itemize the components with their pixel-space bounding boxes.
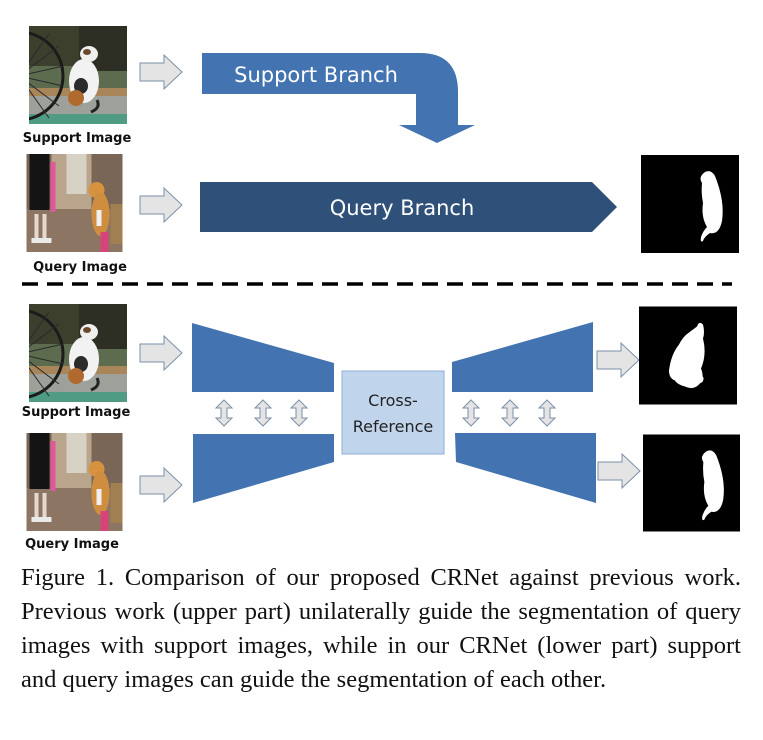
support-branch-arrow xyxy=(202,53,475,143)
support-decoder xyxy=(452,322,593,392)
upper-support-input-arrow-icon xyxy=(139,54,183,90)
query-encoder xyxy=(193,434,334,503)
right-bidirectional-arrow-icon-1 xyxy=(462,399,480,427)
upper-query-mask xyxy=(641,155,739,253)
query-branch-label: Query Branch xyxy=(330,196,475,220)
right-bidirectional-arrow-icon-3 xyxy=(538,399,556,427)
query-output-mask xyxy=(643,434,740,532)
crnet-comparison-diagram: Support Image Query Image Support Branch… xyxy=(22,26,740,552)
left-bidirectional-arrow-icon-3 xyxy=(290,399,308,427)
left-bidirectional-arrow-icon-2 xyxy=(254,399,272,427)
support-output-mask xyxy=(639,306,737,405)
lower-support-image-label: Support Image xyxy=(22,405,131,420)
figure-caption-text: Figure 1. Comparison of our proposed CRN… xyxy=(21,564,741,693)
upper-support-image-label: Support Image xyxy=(23,131,132,146)
figure-caption: Figure 1. Comparison of our proposed CRN… xyxy=(21,561,741,697)
support-branch-label: Support Branch xyxy=(234,63,398,87)
lower-query-input-arrow-icon xyxy=(139,467,183,503)
cross-reference-label-line1: Cross- xyxy=(368,391,418,410)
upper-query-input-arrow-icon xyxy=(139,187,183,223)
left-bidirectional-arrow-icon-1 xyxy=(215,399,233,427)
query-branch-arrow xyxy=(200,182,617,232)
support-output-arrow-icon xyxy=(596,342,640,378)
right-bidirectional-arrow-icon-2 xyxy=(501,399,519,427)
lower-query-image xyxy=(26,433,123,531)
upper-query-image-label: Query Image xyxy=(33,260,127,275)
lower-support-image xyxy=(29,304,127,402)
support-encoder xyxy=(192,323,334,392)
cross-reference-label-line2: Reference xyxy=(353,417,434,436)
lower-query-image-label: Query Image xyxy=(25,537,119,552)
lower-support-input-arrow-icon xyxy=(139,335,183,371)
upper-support-image xyxy=(29,26,127,124)
upper-query-image xyxy=(26,154,123,252)
cross-reference-module xyxy=(341,370,445,455)
query-decoder xyxy=(455,433,596,503)
query-output-arrow-icon xyxy=(597,453,641,489)
